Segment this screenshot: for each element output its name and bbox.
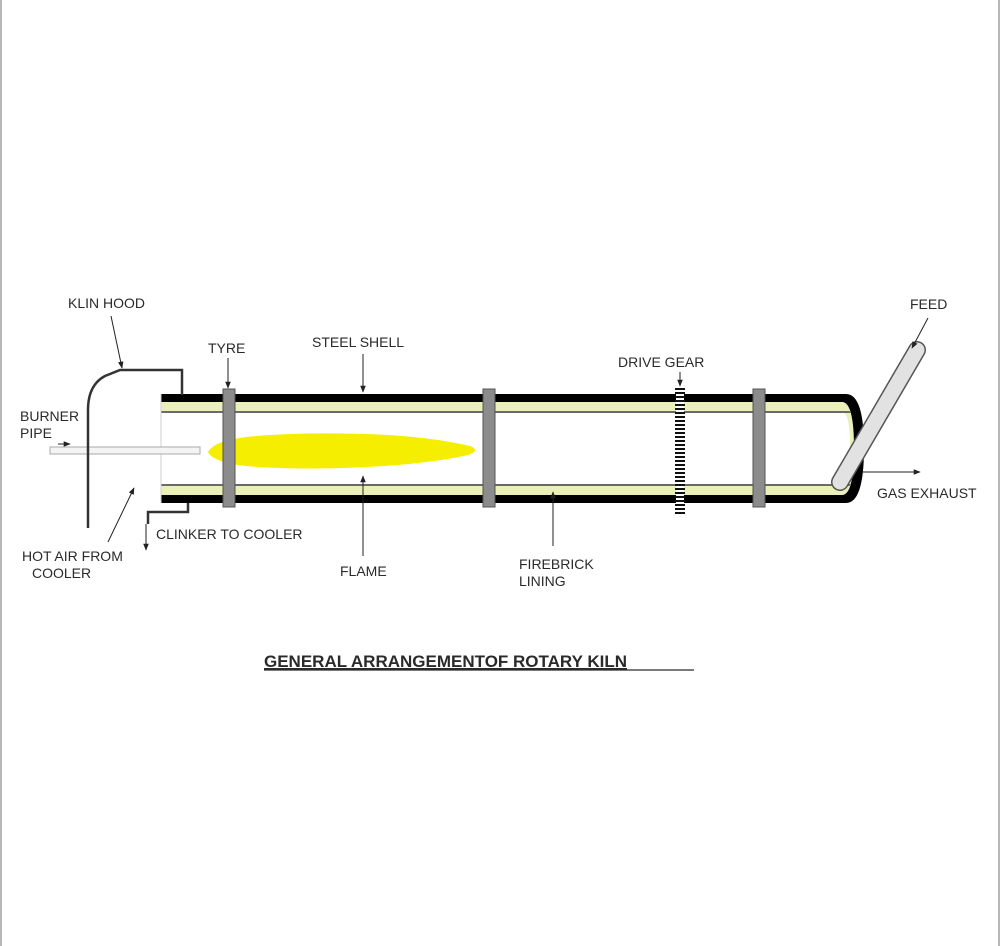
label-firebrick-2: LINING (519, 573, 566, 589)
drive-gear (675, 386, 685, 514)
drive-gear-tooth (675, 508, 685, 510)
drive-gear-tooth (675, 468, 685, 470)
drive-gear-tooth (675, 496, 685, 498)
drive-gear-tooth (675, 436, 685, 438)
drive-gear-tooth (675, 476, 685, 478)
diagram-title: GENERAL ARRANGEMENTOF ROTARY KILN (264, 652, 627, 671)
drive-gear-tooth (675, 484, 685, 486)
drive-gear-tooth (675, 452, 685, 454)
klin-hood-leader (110, 315, 124, 369)
drive-gear-tooth (675, 512, 685, 514)
drive-gear-tooth (675, 392, 685, 394)
label-burner-2: PIPE (20, 425, 52, 441)
drive-gear-tooth (675, 472, 685, 474)
label-gas-exhaust: GAS EXHAUST (877, 485, 977, 501)
drive-gear-tooth (675, 396, 685, 398)
drive-gear-tooth (675, 460, 685, 462)
hot-air-leader (107, 487, 135, 543)
drive-gear-tooth (675, 400, 685, 402)
kiln-hood (86, 368, 184, 528)
drive-gear-tooth (675, 444, 685, 446)
drive-gear-tooth (675, 408, 685, 410)
label-flame: FLAME (340, 563, 387, 579)
drive-gear-tooth (675, 500, 685, 502)
inner-shell-line-top (161, 411, 851, 413)
drive-gear-tooth (675, 456, 685, 458)
drive-gear-tooth (675, 404, 685, 406)
drive-gear-tooth (675, 416, 685, 418)
feed-pipe (831, 341, 926, 491)
label-firebrick-1: FIREBRICK (519, 556, 594, 572)
tyre-1 (222, 388, 236, 508)
flame (208, 433, 476, 469)
drive-gear-tooth (675, 464, 685, 466)
drive-gear-tooth (675, 428, 685, 430)
label-burner-1: BURNER (20, 408, 79, 424)
leader-lines (58, 315, 929, 556)
tyre-3 (752, 388, 766, 508)
drive-gear-tooth (675, 412, 685, 414)
label-hot-air-1: HOT AIR FROM (22, 548, 123, 564)
drive-gear-tooth (675, 504, 685, 506)
drive-gear-tooth (675, 432, 685, 434)
label-tyre: TYRE (208, 340, 245, 356)
drive-gear-tooth (675, 424, 685, 426)
label-klin-hood: KLIN HOOD (68, 295, 145, 311)
drive-gear-tooth (675, 420, 685, 422)
drive-gear-tooth (675, 492, 685, 494)
label-feed: FEED (910, 296, 947, 312)
drive-gear-tooth (675, 488, 685, 490)
hood-outlet (146, 503, 190, 524)
burner-pipe (49, 446, 201, 455)
drive-gear-tooth (675, 480, 685, 482)
label-hot-air-2: COOLER (32, 565, 91, 581)
drive-gear-tooth (675, 448, 685, 450)
drive-gear-tooth (675, 440, 685, 442)
feed-leader (911, 317, 929, 349)
label-steel-shell: STEEL SHELL (312, 334, 404, 350)
inner-shell-line-bottom (161, 484, 851, 486)
tyre-2 (482, 388, 496, 508)
label-clinker: CLINKER TO COOLER (156, 526, 303, 542)
drive-gear-tooth (675, 388, 685, 390)
label-drive-gear: DRIVE GEAR (618, 354, 704, 370)
